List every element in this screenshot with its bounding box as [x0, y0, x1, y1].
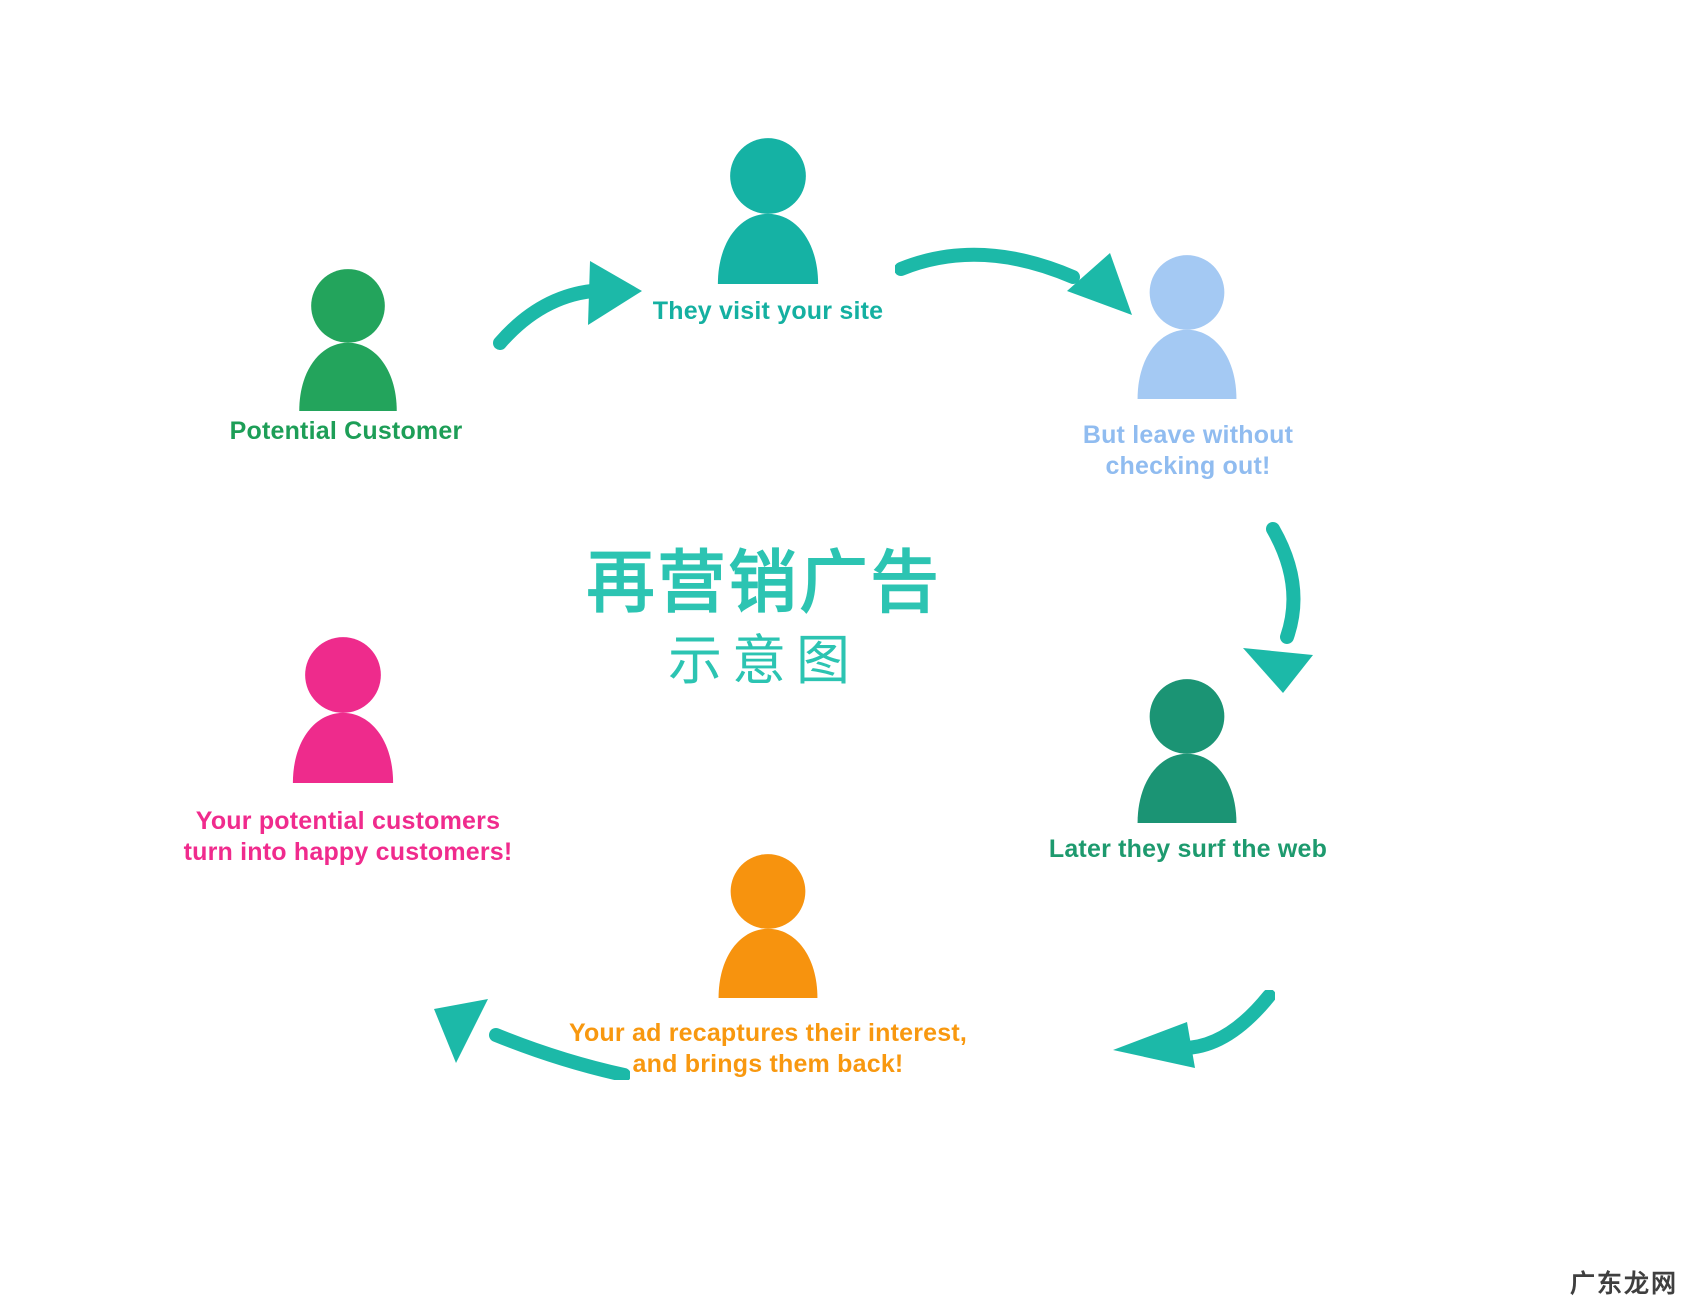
happy-line1: Your potential customers: [195, 807, 501, 835]
recapture-line1: Your ad recaptures their interest,: [568, 1019, 968, 1047]
potential-customer-label: Potential Customer: [171, 416, 521, 447]
diagram-title-line2: 示意图: [668, 631, 860, 691]
recapture-line2: and brings them back!: [632, 1050, 904, 1078]
visit-site-text: They visit your site: [652, 297, 884, 325]
diagram-title-line1: 再营销广告: [586, 545, 942, 621]
surf-web-text: Later they surf the web: [1048, 835, 1328, 863]
happy-line2: turn into happy customers!: [183, 838, 513, 866]
visit-site-label: They visit your site: [593, 296, 943, 327]
arrow-recapture-to-happy-icon: [430, 995, 630, 1080]
potential-customer-person-icon: [283, 268, 413, 411]
leave-line2: checking out!: [1105, 452, 1271, 480]
leave-line1: But leave without: [1082, 421, 1294, 449]
watermark: 广东龙网: [1570, 1264, 1678, 1300]
arrow-surf-to-recapture-icon: [1105, 990, 1275, 1070]
leaving-visitor-person-icon: [1121, 254, 1253, 399]
arrow-leave-to-surf-icon: [1225, 515, 1325, 695]
happy-customer-person-icon: [276, 636, 410, 783]
surfing-person-icon: [1121, 678, 1253, 823]
arrow-potential-to-visit-icon: [490, 255, 655, 350]
recaptured-person-icon: [702, 853, 834, 998]
watermark-text: 广东龙网: [1569, 1270, 1678, 1298]
potential-customer-text: Potential Customer: [229, 417, 463, 445]
arrow-visit-to-leave-icon: [895, 235, 1140, 320]
leave-without-checkout-label: But leave without checking out!: [1013, 420, 1363, 482]
diagram-title: 再营销广告 示意图: [544, 540, 984, 696]
surf-web-label: Later they surf the web: [1013, 834, 1363, 865]
ad-recapture-label: Your ad recaptures their interest, and b…: [543, 1018, 993, 1080]
visitor-person-icon: [701, 137, 835, 284]
happy-customer-label: Your potential customers turn into happy…: [148, 806, 548, 868]
